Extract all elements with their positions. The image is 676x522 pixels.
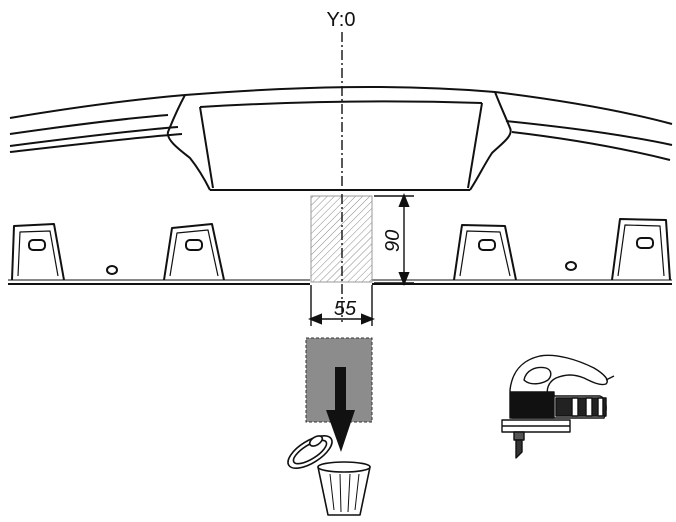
mounting-strip (8, 218, 672, 285)
height-value: 90 (382, 230, 404, 252)
width-dimension (308, 285, 375, 326)
trash-can-icon (287, 434, 371, 516)
down-arrow-icon (326, 367, 355, 452)
axis-label: Y:0 (327, 9, 356, 31)
jigsaw-icon (501, 354, 615, 459)
height-dimension (374, 193, 414, 286)
width-value: 55 (334, 298, 357, 320)
bumper-outline (9, 85, 673, 191)
